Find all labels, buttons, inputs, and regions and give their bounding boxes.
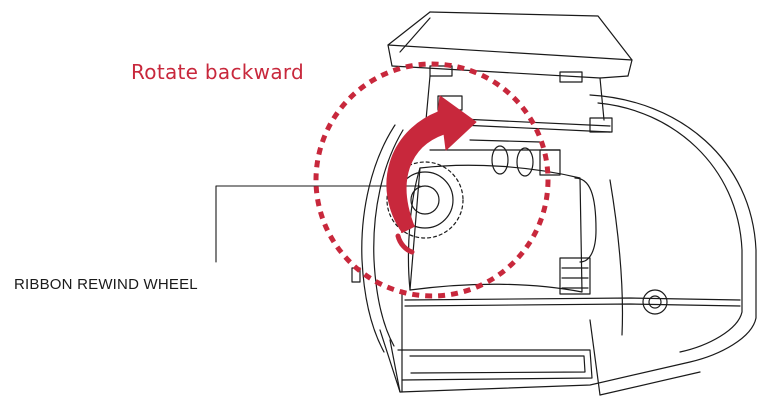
part-leader-line [215, 185, 421, 263]
ribbon-rewind-wheel-label: RIBBON REWIND WHEEL [14, 276, 198, 293]
curved-arrow-icon [386, 95, 477, 255]
top-cover [387, 11, 633, 133]
ribbon-mechanism [351, 109, 668, 315]
rotate-direction-label: Rotate backward [131, 60, 305, 84]
printer-housing [361, 94, 757, 396]
dashed-circle [313, 61, 551, 299]
